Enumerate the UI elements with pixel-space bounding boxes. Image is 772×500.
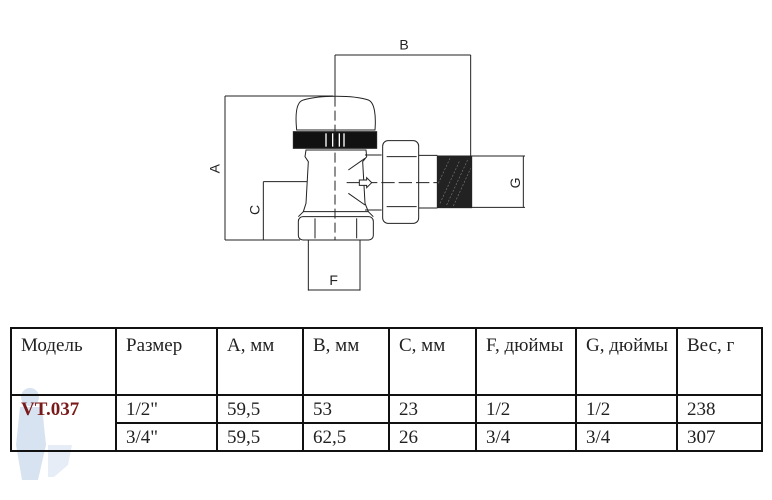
union-nut [382,140,420,224]
cell-size: 1/2" [115,394,218,424]
header-size: Размер [115,327,218,396]
header-f: F, дюймы [475,327,577,396]
table-row: 3/4" 59,5 62,5 26 3/4 3/4 307 [11,422,763,452]
cell-g: 3/4 [575,422,678,452]
cell-a: 59,5 [216,422,304,452]
cell-f: 1/2 [475,394,577,424]
cell-weight: 238 [676,394,763,424]
cell-f: 3/4 [475,422,577,452]
label-b: B [399,36,408,52]
table-row: VT.037 1/2" 59,5 53 23 1/2 1/2 238 [10,394,763,452]
header-g: G, дюймы [575,327,678,396]
dimension-g: G [471,155,525,208]
model-cell: VT.037 [10,394,117,452]
thread [436,155,473,209]
header-weight: Вес, г [676,327,763,396]
dimension-b: B [334,36,472,157]
label-c: C [246,205,262,215]
header-model: Модель [10,327,117,396]
bottom-nut [297,216,374,241]
specs-table: Модель Размер A, мм B, мм C, мм F, дюймы… [10,327,763,452]
header-b: B, мм [302,327,390,396]
cell-g: 1/2 [575,394,678,424]
valve-body [302,149,370,213]
header-a: A, мм [216,327,304,396]
header-c: C, мм [388,327,477,396]
cell-c: 26 [388,422,477,452]
label-a: A [206,163,222,173]
cell-size: 3/4" [115,422,218,452]
table-header-row: Модель Размер A, мм B, мм C, мм F, дюймы… [10,327,763,396]
label-f: F [329,272,338,288]
dimension-a: A [206,95,334,241]
cell-b: 62,5 [302,422,390,452]
label-g: G [507,177,523,188]
cell-b: 53 [302,394,390,424]
cell-c: 23 [388,394,477,424]
cell-a: 59,5 [216,394,304,424]
cell-weight: 307 [676,422,763,452]
valve-dimension-drawing: B A C F G [206,36,525,291]
valve-cap [295,95,376,131]
flow-arrow-icon [358,176,373,189]
dimension-f: F [307,240,361,291]
